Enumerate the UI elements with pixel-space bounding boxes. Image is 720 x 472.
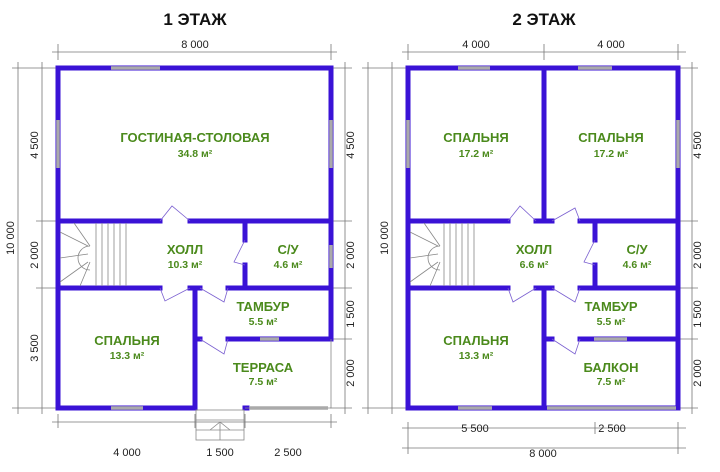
- room-name: ТАМБУР: [236, 299, 289, 314]
- floor-2-windows: [406, 66, 680, 410]
- room-area: 6.6 м²: [520, 259, 549, 271]
- floor-2-plan: 2 ЭТАЖ 4 000 4 000 10 000 4 500 2 000 1 …: [362, 10, 704, 460]
- floor-1-entrance-steps-icon: [195, 409, 245, 441]
- dim-floor2-right-1: 2 000: [692, 241, 704, 269]
- room-bedroom-3: СПАЛЬНЯ 13.3 м²: [443, 333, 508, 362]
- floor-1-walls: [55, 65, 334, 411]
- dim-floor2-bottom-0: 5 500: [461, 423, 489, 435]
- floor-1-dimension-lines: [12, 44, 352, 428]
- dim-floor2-right-0: 4 500: [692, 131, 704, 159]
- room-hall-2: ХОЛЛ 6.6 м²: [516, 242, 552, 271]
- room-name: С/У: [626, 242, 648, 257]
- room-name: СПАЛЬНЯ: [578, 130, 643, 145]
- room-balcony: БАЛКОН 7.5 м²: [584, 360, 639, 388]
- room-name: СПАЛЬНЯ: [94, 333, 159, 348]
- room-name: ХОЛЛ: [516, 242, 552, 257]
- dim-floor2-top-1: 4 000: [597, 39, 625, 51]
- dim-floor2-bottom-1: 2 500: [598, 423, 626, 435]
- room-area: 10.3 м²: [168, 259, 203, 271]
- room-bedroom-1: СПАЛЬНЯ 17.2 м²: [443, 130, 508, 160]
- dim-floor1-total-length: 10 000: [5, 221, 17, 255]
- room-name: БАЛКОН: [584, 360, 639, 375]
- room-terrace: ТЕРРАСА 7.5 м²: [233, 360, 294, 388]
- dim-floor1-left-2: 3 500: [29, 334, 41, 362]
- dim-floor2-right-2: 1 500: [692, 300, 704, 328]
- room-area: 17.2 м²: [459, 148, 494, 160]
- room-area: 7.5 м²: [249, 376, 278, 388]
- room-name: ГОСТИНАЯ-СТОЛОВАЯ: [120, 130, 269, 145]
- dim-floor1-width: 8 000: [181, 39, 209, 51]
- room-area: 17.2 м²: [594, 148, 629, 160]
- dim-floor1-right-3: 2 000: [345, 359, 357, 387]
- floor-2-walls: [405, 65, 681, 411]
- dim-floor1-bottom-2: 2 500: [274, 447, 302, 459]
- room-name: С/У: [277, 242, 299, 257]
- room-vestibule-2: ТАМБУР 5.5 м²: [584, 299, 637, 328]
- dim-floor2-top-0: 4 000: [462, 39, 490, 51]
- floor-2-title: 2 ЭТАЖ: [512, 10, 576, 29]
- floor-1-plan: 1 ЭТАЖ 8 000 10 000 4 500 2 000 3 500 4 …: [5, 10, 357, 459]
- room-name: СПАЛЬНЯ: [443, 130, 508, 145]
- room-name: ТЕРРАСА: [233, 360, 294, 375]
- room-area: 5.5 м²: [597, 316, 626, 328]
- dim-floor2-right-3: 2 000: [692, 359, 704, 387]
- dim-floor1-right-2: 1 500: [345, 300, 357, 328]
- dim-floor1-left-1: 2 000: [29, 241, 41, 269]
- room-bedroom: СПАЛЬНЯ 13.3 м²: [94, 333, 159, 362]
- dim-floor2-total-length: 10 000: [379, 221, 391, 255]
- dim-floor1-left-0: 4 500: [29, 131, 41, 159]
- floor-1-stairs-icon: [59, 222, 127, 287]
- floor-1-doors: [159, 205, 246, 355]
- room-bathroom-2: С/У 4.6 м²: [623, 242, 652, 271]
- room-area: 4.6 м²: [623, 259, 652, 271]
- dim-floor1-bottom-0: 4 000: [113, 447, 141, 459]
- floor-2-stairs-icon: [409, 222, 475, 287]
- dim-floor1-bottom-1: 1 500: [206, 447, 234, 459]
- room-area: 13.3 м²: [459, 350, 494, 362]
- room-living-dining: ГОСТИНАЯ-СТОЛОВАЯ 34.8 м²: [120, 130, 269, 160]
- room-bathroom: С/У 4.6 м²: [274, 242, 303, 271]
- dim-floor2-total-width: 8 000: [529, 448, 557, 460]
- floor-2-doors: [507, 205, 596, 355]
- room-hall: ХОЛЛ 10.3 м²: [167, 242, 203, 271]
- floor-1-title: 1 ЭТАЖ: [163, 10, 227, 29]
- floor-2-dimension-lines: [362, 44, 698, 454]
- room-name: ТАМБУР: [584, 299, 637, 314]
- room-name: ХОЛЛ: [167, 242, 203, 257]
- room-area: 5.5 м²: [249, 316, 278, 328]
- room-area: 4.6 м²: [274, 259, 303, 271]
- room-area: 7.5 м²: [597, 376, 626, 388]
- floor-1-windows: [56, 66, 333, 410]
- dim-floor1-right-0: 4 500: [345, 131, 357, 159]
- room-name: СПАЛЬНЯ: [443, 333, 508, 348]
- room-bedroom-2: СПАЛЬНЯ 17.2 м²: [578, 130, 643, 160]
- room-area: 13.3 м²: [110, 350, 145, 362]
- room-area: 34.8 м²: [178, 148, 213, 160]
- dim-floor1-right-1: 2 000: [345, 241, 357, 269]
- room-vestibule: ТАМБУР 5.5 м²: [236, 299, 289, 328]
